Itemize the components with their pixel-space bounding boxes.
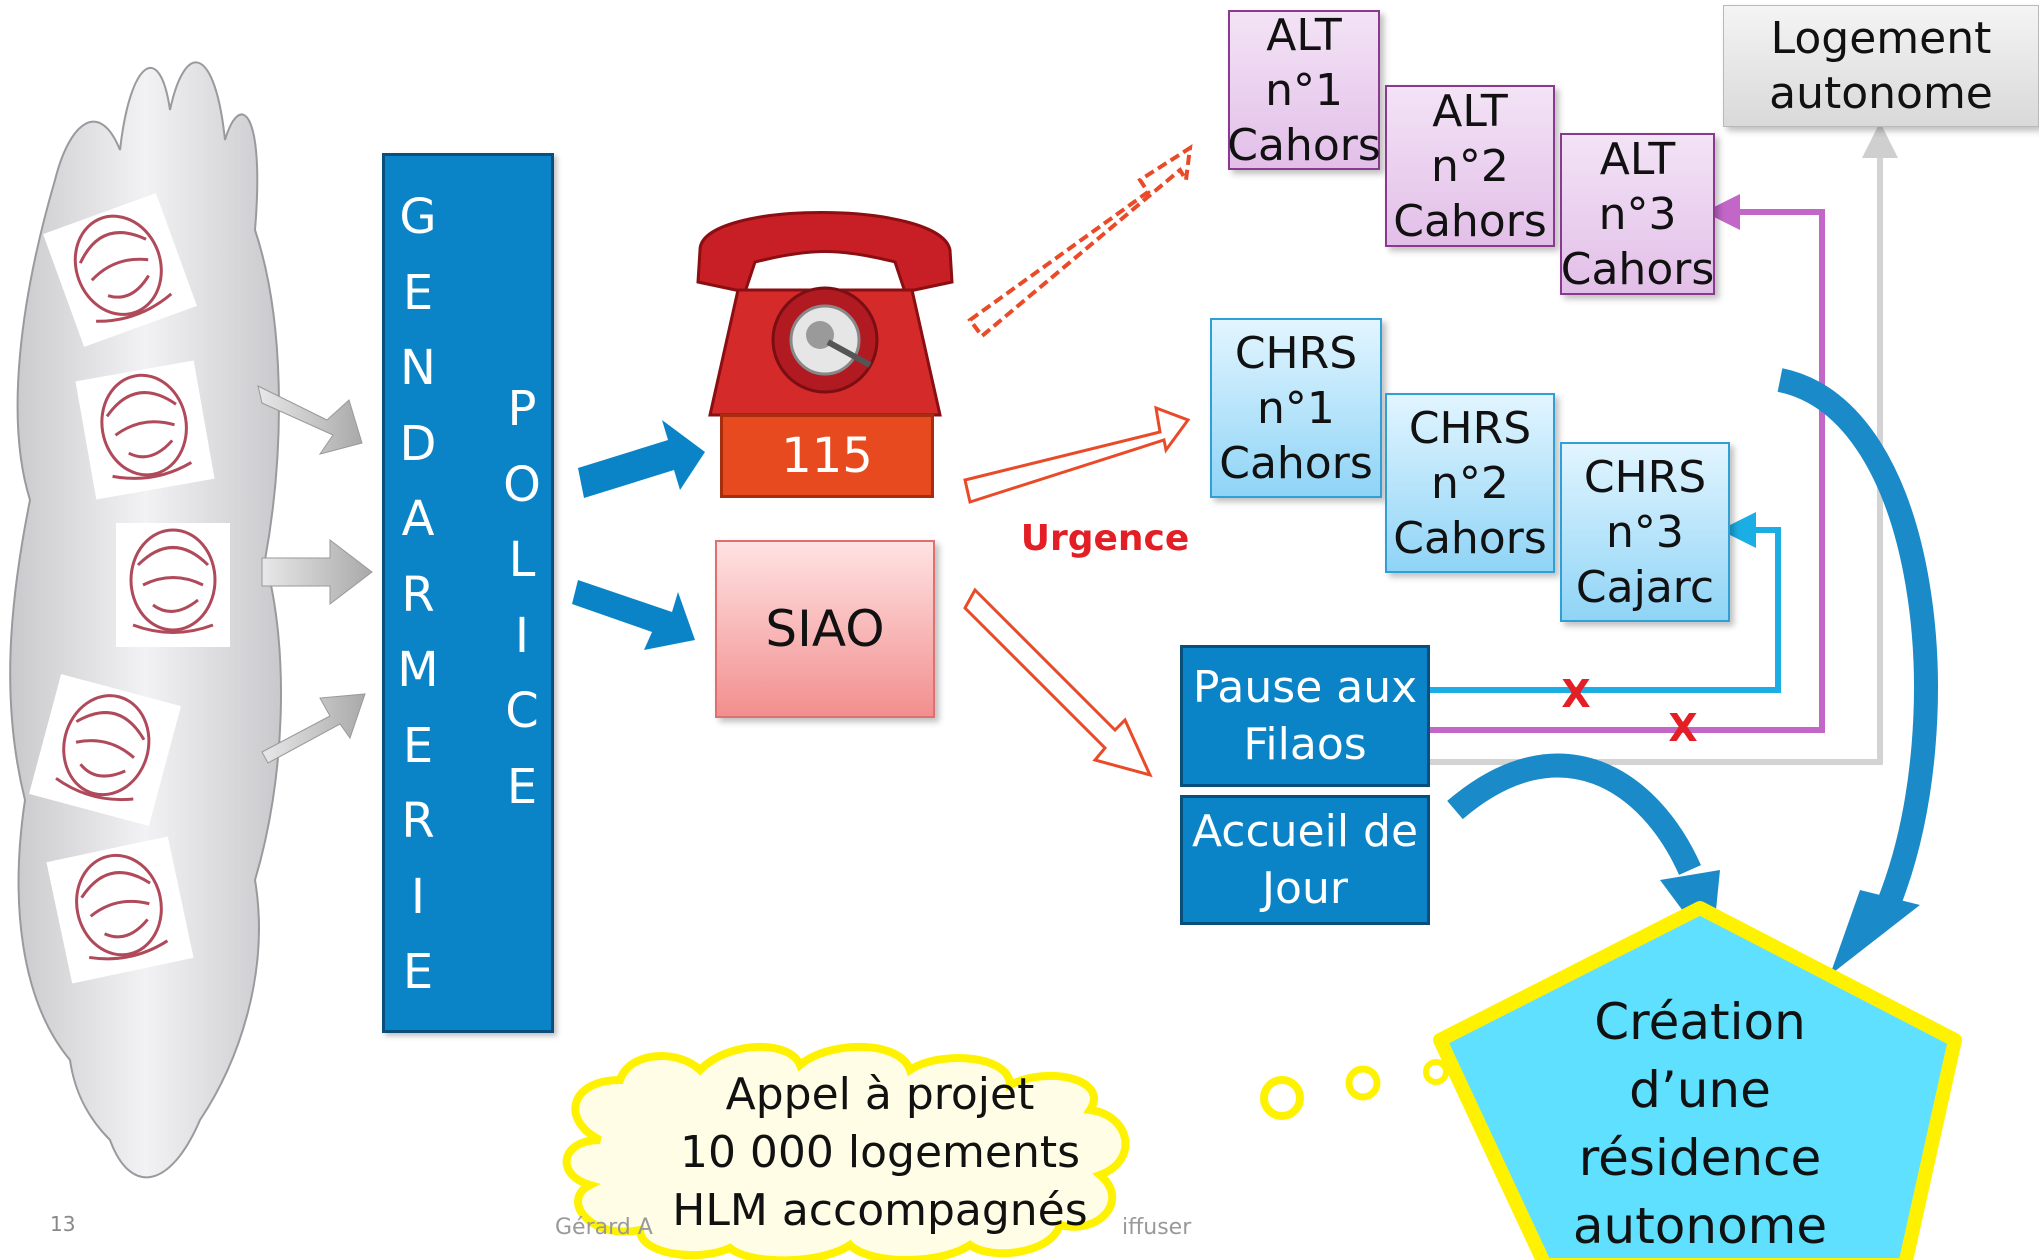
police-letter: P: [507, 381, 537, 437]
gendarmerie-letter: E: [402, 944, 434, 1000]
creation-residence-text: Création d’une résidence autonome: [1572, 993, 1828, 1255]
appel-projet-cloud: [562, 1042, 1130, 1260]
box-115: 115: [720, 414, 934, 498]
magenta-connector: [1428, 194, 1825, 733]
gray-arrow-1: [257, 385, 363, 455]
accueil-jour-box: Accueil de Jour: [1180, 795, 1430, 925]
gendarmerie-letter: I: [410, 868, 426, 925]
logement-autonome-box: Logement autonome: [1723, 5, 2039, 127]
blue-arrow-to-115: [578, 420, 705, 498]
curved-arrow-from-chrs: [1777, 368, 1938, 975]
gendarmerie-letter: E: [402, 264, 434, 321]
alt-box-1: ALT n°1 Cahors: [1227, 9, 1381, 171]
footer-left: Gérard A: [555, 1215, 653, 1240]
police-letter: O: [503, 456, 541, 513]
telephone-icon: [696, 211, 954, 417]
person-crying-icon: [75, 360, 215, 500]
pause-filaos-box: Pause aux Filaos: [1180, 645, 1430, 787]
gendarmerie-police-box: [382, 153, 554, 1033]
gendarmerie-letter: E: [402, 717, 434, 774]
police-letter: L: [508, 532, 536, 588]
x-mark-magenta: X: [1668, 706, 1698, 750]
residence-pentagon: [1433, 901, 1962, 1260]
person-crying-icon: [46, 836, 194, 984]
person-crying-icon: [29, 674, 181, 826]
cyan-connector: [1428, 512, 1781, 693]
gendarmerie-letter: A: [401, 491, 435, 547]
alt-box-2: ALT n°2 Cahors: [1385, 85, 1555, 247]
footer-right: iffuser: [1122, 1215, 1192, 1240]
gendarmerie-letter: R: [401, 793, 435, 849]
x-mark-cyan: X: [1561, 672, 1591, 716]
chrs-box-3: CHRS n°3 Cajarc: [1560, 442, 1730, 622]
chrs-box-2: CHRS n°2 Cahors: [1385, 393, 1555, 573]
gray-arrow-3: [261, 693, 366, 764]
blue-arrow-to-siao: [572, 580, 695, 650]
urgence-label: Urgence: [1020, 518, 1190, 559]
alt-box-3: ALT n°3 Cahors: [1560, 133, 1715, 295]
chrs-box-1: CHRS n°1 Cahors: [1210, 318, 1382, 498]
thought-bubble-dots: [1260, 1059, 1449, 1120]
box-siao: SIAO: [715, 540, 935, 718]
gendarmerie-letter: M: [397, 642, 439, 698]
gendarmerie-letter: D: [399, 415, 437, 472]
arrow-to-chrs: [963, 405, 1191, 504]
slide-number: 13: [50, 1212, 76, 1236]
gray-arrow-2: [261, 538, 373, 606]
police-letter: E: [506, 758, 538, 815]
police-letter: C: [505, 683, 539, 739]
gendarmerie-letter: N: [400, 340, 436, 396]
gendarmerie-letter: R: [401, 566, 435, 623]
person-crying-icon: [116, 523, 230, 647]
arrow-to-pause: [963, 587, 1153, 778]
urgence-arrow-to-alt: [967, 144, 1193, 339]
appel-projet-text: Appel à projet 10 000 logements HLM acco…: [672, 1069, 1088, 1236]
gendarmerie-letter: G: [399, 189, 437, 245]
police-letter: I: [514, 607, 530, 664]
person-crying-icon: [43, 193, 197, 347]
